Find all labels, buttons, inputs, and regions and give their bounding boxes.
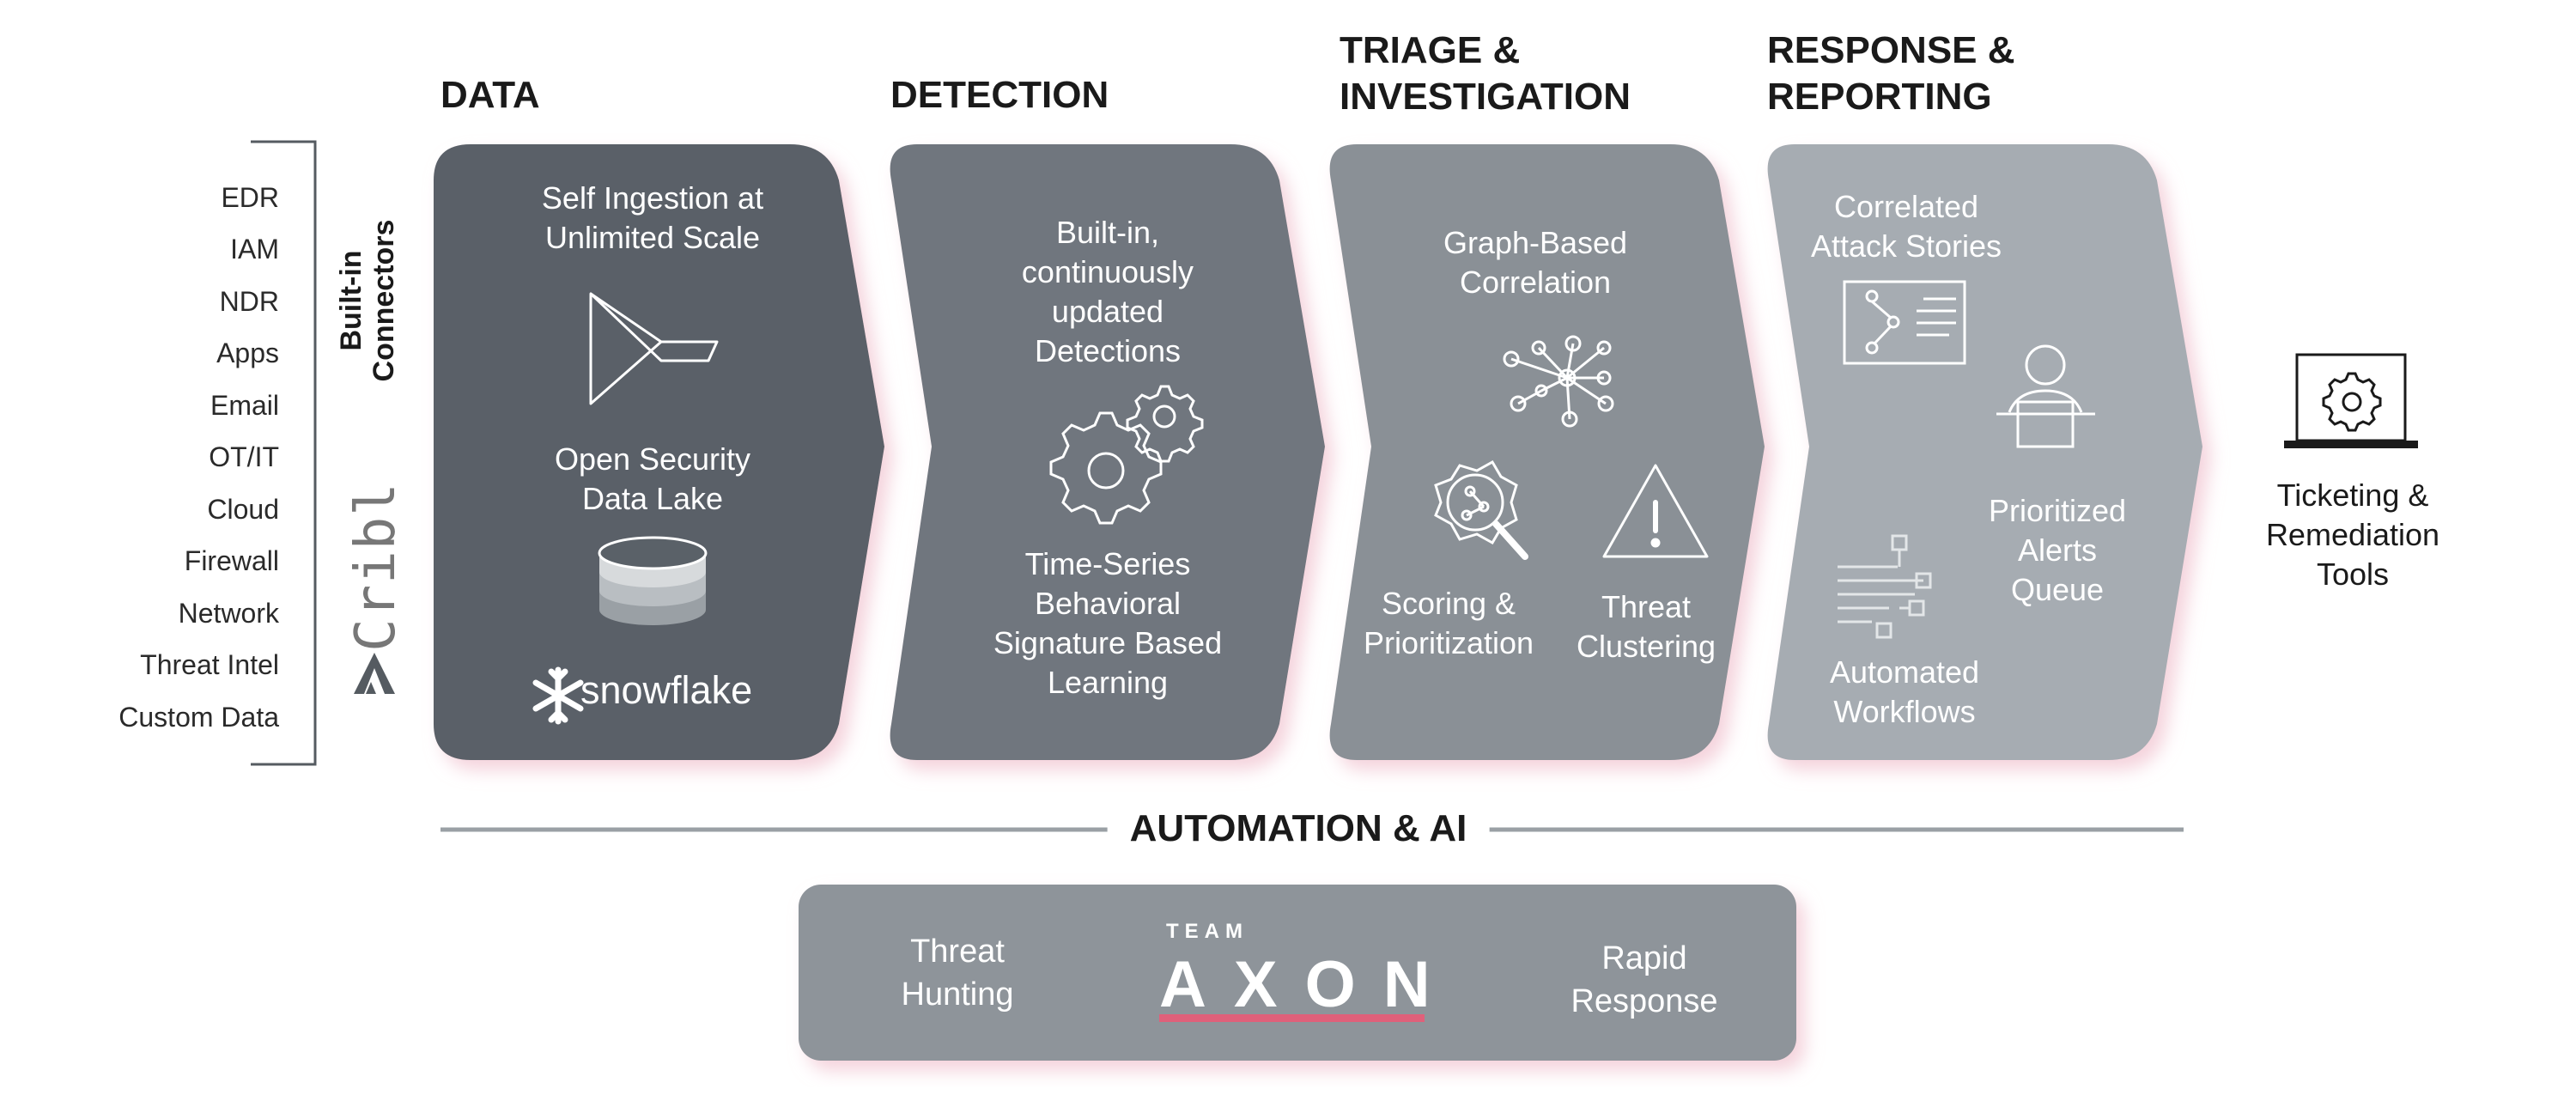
- heading-triage: TRIAGE & INVESTIGATION: [1340, 29, 1631, 118]
- snowflake-wordmark: snowflake: [580, 668, 753, 712]
- axon-underline: [1159, 1014, 1425, 1022]
- source-item-ndr: NDR: [219, 286, 279, 317]
- analyst-person-icon: [1996, 344, 2095, 448]
- triage-clustering-text: Threat Clustering: [1576, 589, 1716, 664]
- source-item-firewall: Firewall: [184, 545, 279, 576]
- snowflake-logo-icon: [532, 666, 584, 725]
- team-label: TEAM: [1166, 920, 1249, 943]
- source-item-custom-data: Custom Data: [118, 702, 279, 733]
- graph-network-icon: [1503, 335, 1614, 428]
- warning-triangle-icon: [1602, 464, 1709, 558]
- source-item-edr: EDR: [221, 182, 279, 213]
- built-in-connectors-label: Built-in Connectors: [335, 219, 400, 382]
- heading-data: DATA: [440, 74, 540, 116]
- data-lake-stack-icon: [598, 536, 708, 625]
- response-prioritized-text: Prioritized Alerts Queue: [1988, 493, 2127, 607]
- source-item-iam: IAM: [230, 234, 279, 265]
- ticketing-remediation-text: Ticketing & Remediation Tools: [2265, 477, 2440, 592]
- data-lake-text: Open Security Data Lake: [554, 441, 751, 516]
- automation-panel: [799, 885, 1796, 1061]
- response-workflows-text: Automated Workflows: [1829, 654, 1980, 729]
- detection-builtin-text: Built-in, continuously updated Detection…: [1021, 215, 1194, 368]
- source-item-cloud: Cloud: [207, 494, 279, 525]
- stage-detection-panel: [890, 144, 1325, 760]
- automation-title: AUTOMATION & AI: [1107, 806, 1490, 852]
- funnel-icon: [589, 292, 719, 405]
- triage-graph-text: Graph-Based Correlation: [1443, 225, 1628, 300]
- heading-response: RESPONSE & REPORTING: [1767, 29, 2015, 118]
- triage-scoring-text: Scoring & Prioritization: [1363, 586, 1534, 660]
- stage-triage-panel: [1329, 144, 1765, 760]
- attack-story-card-icon: [1843, 280, 1966, 365]
- source-item-threat-intel: Threat Intel: [140, 649, 279, 680]
- source-item-email: Email: [210, 390, 279, 421]
- cribl-logo-icon: [354, 653, 395, 694]
- source-item-ot-it: OT/IT: [209, 441, 279, 472]
- detection-timeseries-text: Time-Series Behavioral Signature Based L…: [993, 546, 1223, 700]
- source-item-network: Network: [178, 598, 279, 629]
- sources-bracket: [251, 140, 317, 766]
- source-item-apps: Apps: [216, 338, 279, 368]
- laptop-gear-icon: [2284, 353, 2418, 448]
- response-stories-text: Correlated Attack Stories: [1810, 189, 2002, 264]
- data-ingestion-text: Self Ingestion at Unlimited Scale: [541, 180, 764, 255]
- axon-wordmark: AXON: [1159, 948, 1458, 1021]
- magnifier-scoring-icon: [1434, 459, 1528, 560]
- cribl-wordmark: Cribl: [344, 482, 408, 652]
- gears-icon: [1049, 385, 1204, 525]
- stage-data-panel: [434, 144, 884, 760]
- threat-hunting-text: Threat Hunting: [901, 934, 1014, 1013]
- workflows-icon: [1838, 534, 1932, 639]
- heading-detection: DETECTION: [890, 74, 1109, 116]
- rapid-response-text: Rapid Response: [1571, 940, 1718, 1019]
